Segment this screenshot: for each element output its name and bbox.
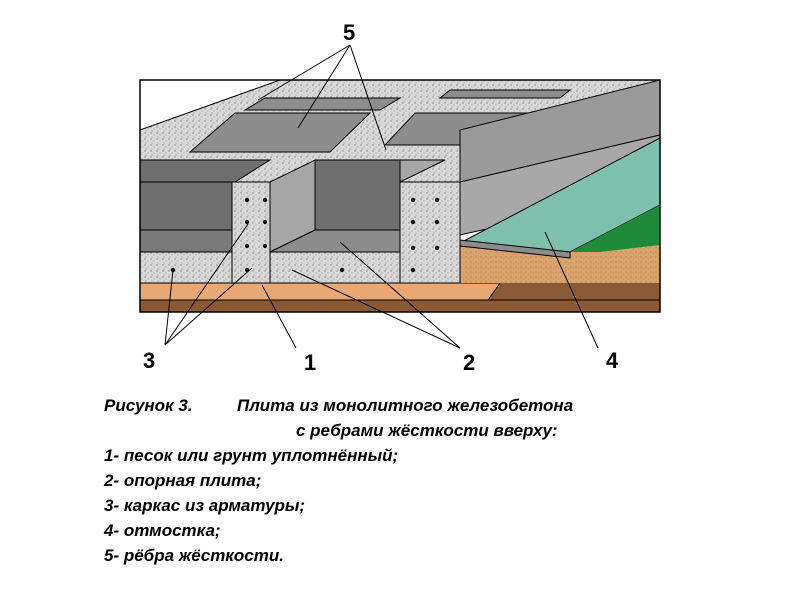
caption-title-text: Плита из монолитного железобетона: [237, 396, 574, 415]
caption-item: 2- опорная плита;: [104, 471, 262, 490]
cell-far-left: [243, 97, 402, 111]
blind-area-edge: [459, 239, 571, 259]
caption-item: 5- рёбра жёсткости.: [104, 546, 284, 565]
caption-item: 1- песок или грунт уплотнённый;: [104, 446, 399, 465]
cell-far-right: [438, 89, 572, 99]
grass: [570, 205, 660, 252]
figure-frame: [139, 79, 661, 313]
caption-title: Рисунок 3. Плита из монолитного железобет…: [104, 393, 724, 418]
caption-item: 4- отмостка;: [104, 521, 221, 540]
caption-title-continued: с ребрами жёсткости вверху:: [296, 421, 558, 440]
leader-lines: [164, 44, 599, 349]
front-cell-left-floor: [139, 229, 233, 253]
foundation-slab-diagram: [139, 44, 661, 349]
caption-item: 3- каркас из арматуры;: [104, 496, 306, 515]
rib-left: [231, 181, 271, 284]
rib-right: [399, 181, 461, 284]
cell-mid-left: [188, 112, 372, 153]
front-cell-center-back: [314, 159, 401, 231]
callout-2: 2: [463, 350, 476, 375]
caption-figure-number: Рисунок 3.: [104, 396, 193, 415]
callout-3: 3: [143, 348, 156, 373]
figure-caption: Рисунок 3. Плита из монолитного железобет…: [104, 393, 724, 568]
callout-1: 1: [304, 350, 317, 375]
callout-4: 4: [606, 348, 619, 373]
sand-layer: [139, 282, 501, 301]
callout-5: 5: [343, 20, 356, 45]
